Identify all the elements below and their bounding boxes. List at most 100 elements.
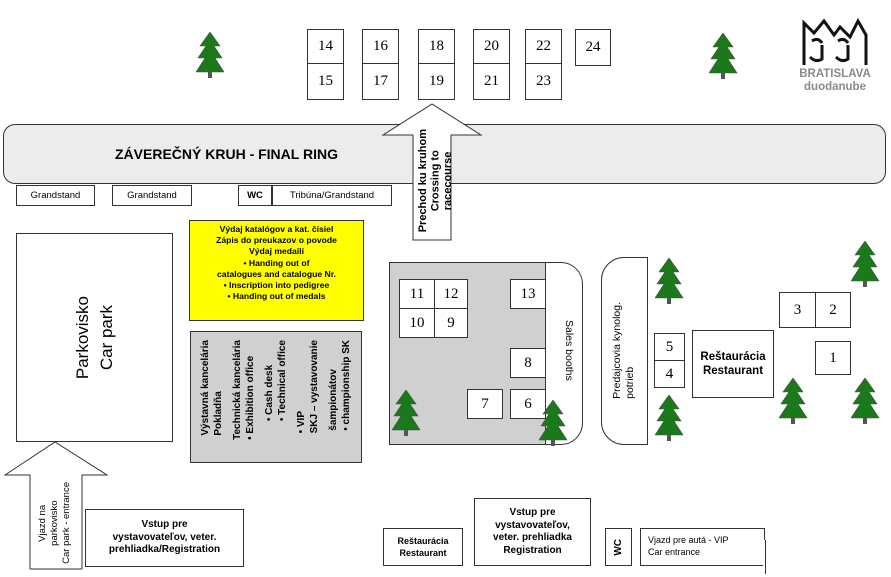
info-line: Zápis do preukazov o povode [216, 235, 337, 246]
office-col-5: šampionátov• championship SK [327, 340, 353, 458]
crossing-line1: Prechod ku kruhom [417, 129, 430, 233]
ring-14[interactable]: 14 [307, 29, 344, 64]
catalogue-info-box: Výdaj katalógov a kat. čísiel Zápis do p… [189, 220, 364, 321]
tree-icon [392, 390, 421, 437]
office-text: SKJ – vystavovanie [309, 340, 320, 434]
final-ring-title: ZÁVEREČNÝ KRUH - FINAL RING [115, 146, 338, 162]
registration-left: Vstup pre vystavovateľov, veter. prehlia… [85, 509, 244, 567]
parking-entrance-line1: Vjazd na [37, 504, 48, 542]
logo-line1: BRATISLAVA [799, 68, 871, 80]
ring-3[interactable]: 3 [779, 292, 816, 328]
restaurant-bottom: Reštaurácia Restaurant [383, 528, 463, 566]
info-line: Výdaj katalógov a kat. čísiel [219, 224, 334, 234]
parking-entrance-arrow-icon [3, 441, 109, 570]
ring-20[interactable]: 20 [473, 29, 510, 64]
office-text: Výstavná kancelária [200, 340, 211, 436]
tree-icon [196, 32, 225, 79]
wc-bottom: WC [605, 528, 632, 566]
vip-gate-line [765, 540, 766, 574]
sales-booths [545, 262, 583, 445]
logo-text: BRATISLAVA duodanube [799, 68, 871, 94]
ring-12[interactable]: 12 [434, 279, 468, 309]
sales-booths-label: Sales booths [563, 319, 575, 381]
restaurant-right-line1: Reštaurácia [700, 351, 766, 363]
ring-6[interactable]: 6 [510, 389, 546, 419]
tree-icon [851, 378, 880, 425]
car-park: Parkovisko Car park [16, 233, 173, 442]
tree-icon [709, 33, 738, 80]
info-line: catalogues and catalogue Nr. [217, 268, 336, 279]
restaurant-right-line2: Restaurant [702, 365, 764, 377]
ring-5[interactable]: 5 [654, 333, 685, 361]
restaurant-bottom-line1: Reštaurácia [397, 536, 449, 546]
info-line: • Handing out of medals [227, 291, 326, 302]
registration-left-line: prehliadka/Registration [108, 544, 221, 556]
office-text: • VIP [296, 410, 307, 434]
parking-entrance-label: Vjazd na parkovisko Car park - entrance [28, 478, 82, 568]
tree-icon [655, 258, 684, 305]
office-text: • Technical office [277, 340, 288, 422]
office-text: • Exhibition office [245, 355, 256, 440]
car-park-line1: Parkovisko [72, 295, 92, 380]
office-col-3: • Cash desk• Technical office [263, 340, 289, 458]
parking-entrance-line2: parkovisko [49, 500, 60, 546]
ring-21[interactable]: 21 [473, 63, 510, 100]
ring-17[interactable]: 17 [362, 63, 399, 100]
ring-4[interactable]: 4 [654, 360, 685, 388]
ring-9[interactable]: 9 [434, 308, 468, 338]
registration-mid-line: vystavovateľov, [495, 519, 570, 531]
tree-icon [779, 378, 808, 425]
ring-19[interactable]: 19 [418, 63, 455, 100]
wc-bottom-label: WC [613, 538, 624, 556]
ring-10[interactable]: 10 [399, 308, 435, 338]
office-text: Pokladňa [213, 391, 224, 436]
tree-icon [655, 395, 684, 442]
ring-8[interactable]: 8 [510, 348, 546, 378]
registration-left-line: vystavovateľov, veter. [112, 531, 217, 543]
vip-entrance: Vjazd pre autá - VIP Car entrance [640, 528, 765, 566]
crossing-line2: Crossing to [429, 150, 442, 212]
vip-entrance-line2: Car entrance [648, 547, 701, 557]
office-col-2: Technická kancelária• Exhibition office [231, 340, 257, 458]
crossing-label: Prechod ku kruhom Crossing to racecourse [411, 122, 461, 240]
sales-booths-label-wrap: Sales booths [556, 295, 582, 405]
info-line: Výdaj medailí [249, 246, 304, 257]
vip-entrance-line1: Vjazd pre autá - VIP [648, 535, 729, 545]
car-park-line2: Car park [96, 304, 116, 371]
registration-mid-line: Vstup pre [509, 507, 556, 518]
tribuna-grandstand: Tribúna/Grandstand [272, 185, 392, 206]
ring-23[interactable]: 23 [525, 63, 562, 100]
info-line: • Inscription into pedigree [223, 280, 330, 291]
office-text: • championship SK [341, 340, 352, 431]
registration-left-line: Vstup pre [141, 519, 188, 531]
restaurant-bottom-line2: Restaurant [399, 548, 447, 558]
grandstand-2: Grandstand [112, 185, 192, 206]
ring-24[interactable]: 24 [575, 29, 611, 66]
registration-mid-line: veter. prehliadka [493, 532, 572, 543]
ring-16[interactable]: 16 [362, 29, 399, 64]
vendors-line2: potrieb [624, 366, 636, 399]
crossing-line3: racecourse [442, 151, 455, 211]
ring-7[interactable]: 7 [467, 389, 503, 419]
tree-icon [539, 400, 568, 447]
ring-11[interactable]: 11 [399, 279, 435, 309]
vendors-line1: Predajcovia kynolog. [611, 302, 623, 399]
logo-line2: duodanube [804, 81, 866, 93]
registration-mid: Vstup pre vystavovateľov, veter. prehlia… [474, 498, 591, 566]
cat-logo-icon [802, 17, 868, 65]
vendors-area [601, 257, 648, 445]
ring-15[interactable]: 15 [307, 63, 344, 100]
ring-2[interactable]: 2 [815, 292, 851, 328]
tree-icon [851, 241, 880, 288]
ring-18[interactable]: 18 [418, 29, 455, 64]
vendors-label-wrap: Predajcovia kynolog. potrieb [606, 268, 642, 433]
ring-1[interactable]: 1 [815, 341, 851, 375]
vip-gap [763, 540, 765, 576]
ring-13[interactable]: 13 [510, 279, 546, 309]
registration-mid-line: Registration [503, 544, 562, 556]
ring-22[interactable]: 22 [525, 29, 562, 64]
crossing-arrow-icon [381, 103, 483, 241]
